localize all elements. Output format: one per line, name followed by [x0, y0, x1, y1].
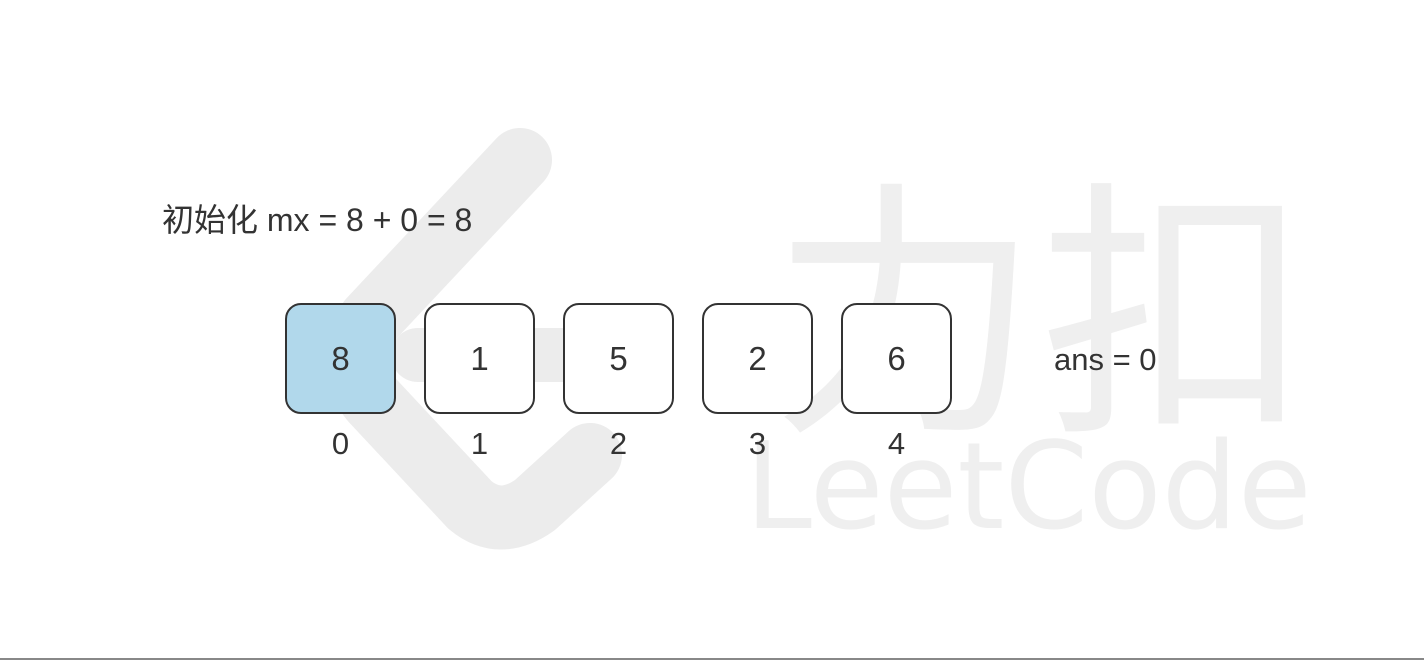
array-index-2: 2: [609, 426, 628, 461]
array-index-0: 0: [331, 426, 350, 461]
svg-text:LeetCode: LeetCode: [745, 418, 1312, 557]
array-index-4: 4: [887, 426, 906, 461]
ans-label: ans = 0: [1054, 342, 1157, 377]
bottom-divider: [0, 658, 1424, 660]
step-caption: 初始化 mx = 8 + 0 = 8: [162, 202, 473, 238]
array-cell-3: 2: [702, 303, 813, 414]
array-cell-2: 5: [563, 303, 674, 414]
array-index-1: 1: [470, 426, 489, 461]
array-index-3: 3: [748, 426, 767, 461]
array-cell-0: 8: [285, 303, 396, 414]
watermark-text: 力扣 LeetCode: [745, 159, 1312, 557]
array-cell-1: 1: [424, 303, 535, 414]
array-cell-4: 6: [841, 303, 952, 414]
